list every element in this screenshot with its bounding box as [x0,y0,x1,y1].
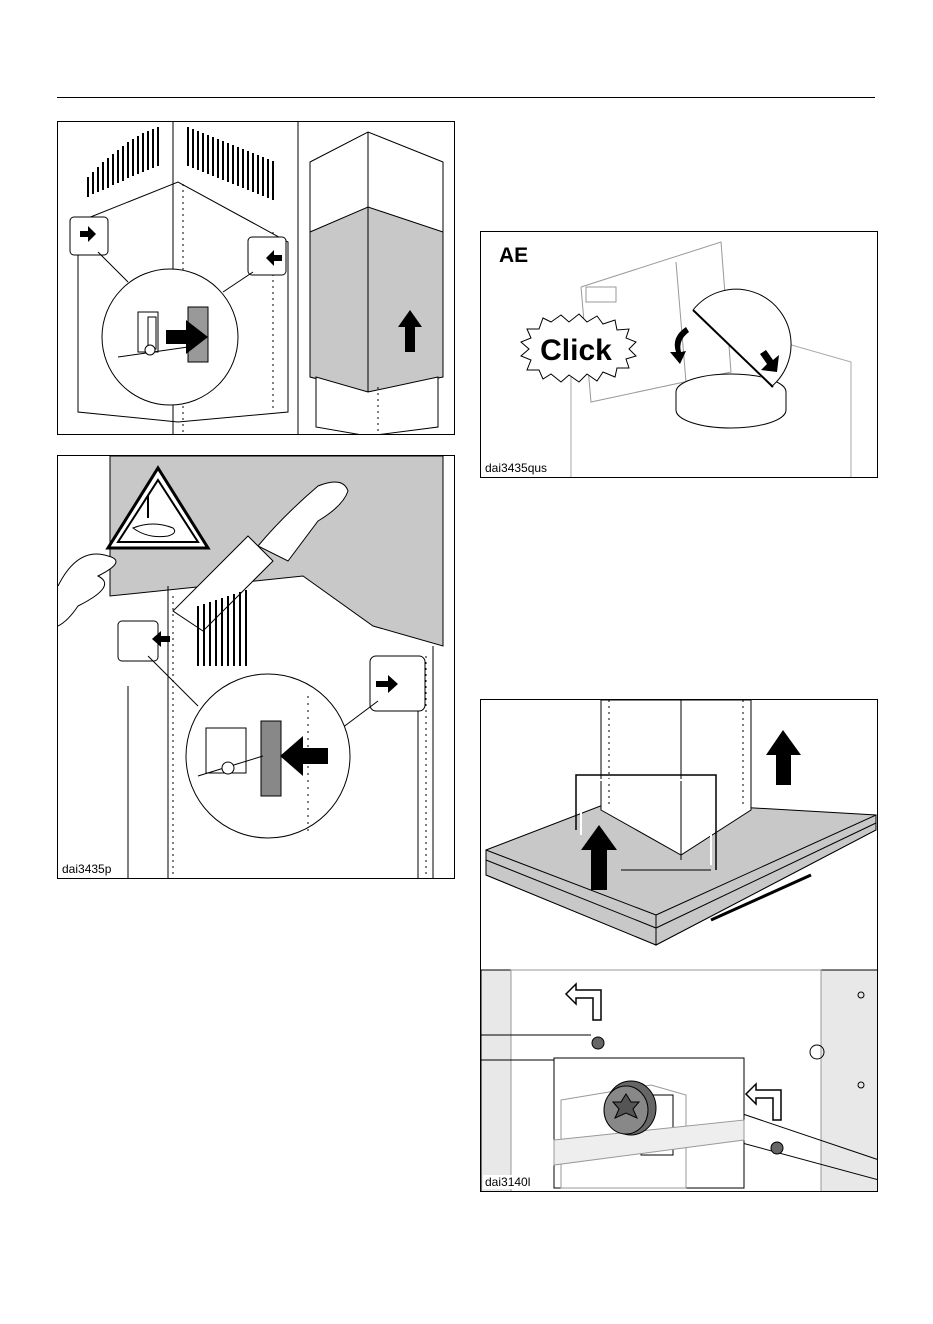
model-label: AE [499,244,528,268]
header-rule [57,97,875,98]
figure-caption: dai3435qus [483,461,549,475]
figure-caption: dai3140l [483,1175,532,1189]
illustration-wall-bracket-and-duct [58,122,455,435]
illustration-hood-and-screws [481,700,878,1192]
illustration-non-return-flap: Click [481,232,878,478]
figure-bottom-right: dai3140l [480,699,878,1192]
figure-top-left [57,121,455,435]
illustration-hands-fitting-cover [58,456,455,879]
figure-caption: dai3435p [60,862,113,876]
figure-top-right: Click AE dai3435qus [480,231,878,478]
click-label: Click [540,334,612,367]
figure-middle-left: dai3435p [57,455,455,879]
